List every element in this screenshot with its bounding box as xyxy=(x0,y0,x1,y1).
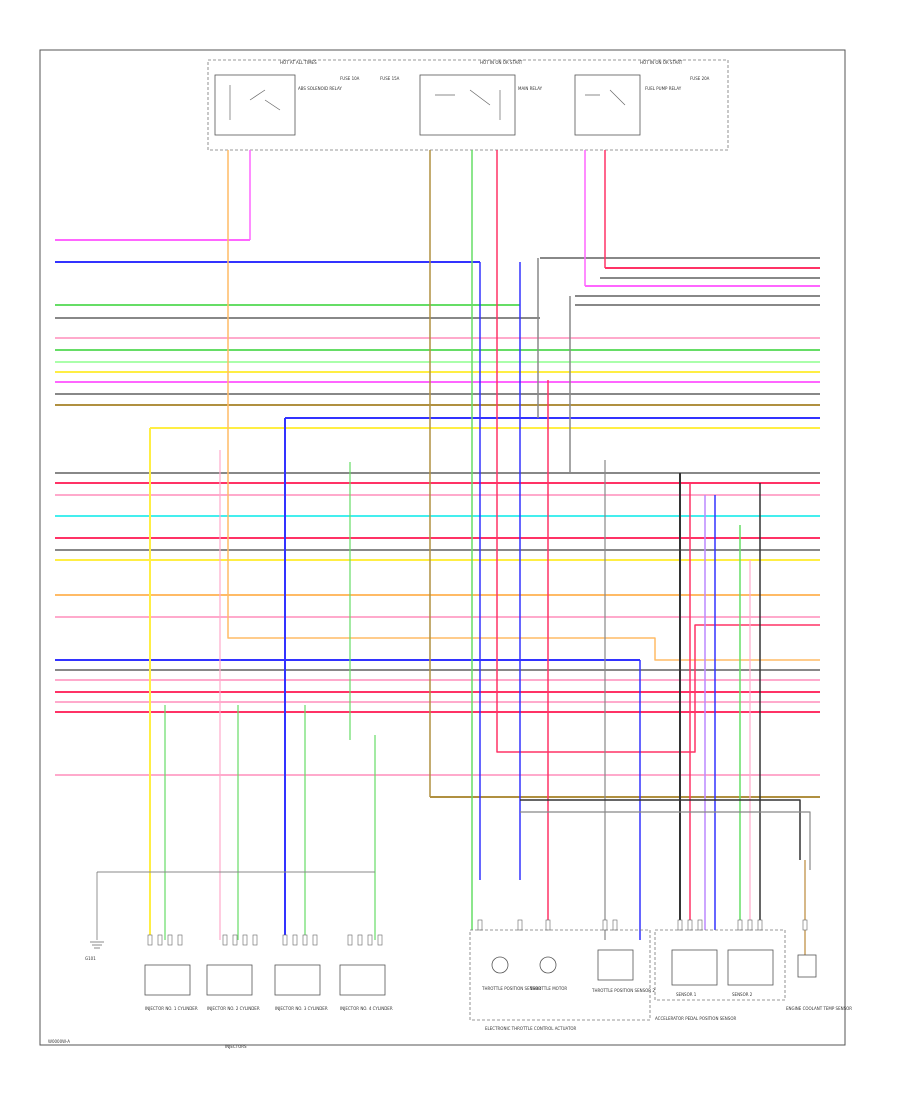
connector-pin xyxy=(157,934,163,946)
connector-pin xyxy=(612,919,618,931)
relay-3-fuse: FUSE 20A xyxy=(690,76,710,81)
connector-pin xyxy=(147,934,153,946)
injectors-caption: INJECTORS xyxy=(225,1044,247,1049)
ground-label: G101 xyxy=(85,956,96,961)
connector-pin xyxy=(292,934,298,946)
connector-pin xyxy=(545,919,551,931)
connector-pin xyxy=(517,919,523,931)
injector-2 xyxy=(206,964,253,996)
wire-41 xyxy=(496,150,820,753)
pedal-caption: ACCELERATOR PEDAL POSITION SENSOR xyxy=(655,1016,736,1021)
relay-header-mid: HOT IN ON OR START xyxy=(480,60,523,65)
connector-pin xyxy=(697,919,703,931)
connector-pin xyxy=(367,934,373,946)
connector-pin xyxy=(252,934,258,946)
injector-group: INJECTOR NO. 1 CYLINDER INJECTOR NO. 2 C… xyxy=(144,964,393,1049)
coolant-sensor-label: ENGINE COOLANT TEMP SENSOR xyxy=(786,1006,852,1011)
throttle-position-sensor-label: THROTTLE POSITION SENSOR xyxy=(481,986,541,991)
connector-pin xyxy=(177,934,183,946)
relay-1-label: ABS SOLENOID RELAY xyxy=(298,86,342,91)
throttle-group: THROTTLE POSITION SENSOR THROTTLE MOTOR … xyxy=(469,929,655,1031)
injector-4-label: INJECTOR NO. 4 CYLINDER xyxy=(340,1006,393,1011)
coolant-sensor: ENGINE COOLANT TEMP SENSOR xyxy=(786,954,852,1011)
throttle-motor-label: THROTTLE MOTOR xyxy=(529,986,567,991)
injector-2-label: INJECTOR NO. 2 CYLINDER xyxy=(207,1006,260,1011)
relay-1-fuse: FUSE 10A xyxy=(340,76,360,81)
connector-pin xyxy=(377,934,383,946)
relay-2-label: MAIN RELAY xyxy=(518,86,543,91)
injector-3 xyxy=(274,964,321,996)
throttle-caption: ELECTRONIC THROTTLE CONTROL ACTUATOR xyxy=(485,1026,577,1031)
pedal-sensor-2 xyxy=(727,949,774,986)
injector-1-label: INJECTOR NO. 1 CYLINDER xyxy=(145,1006,198,1011)
connector-pin xyxy=(677,919,683,931)
injector-3-label: INJECTOR NO. 3 CYLINDER xyxy=(275,1006,328,1011)
connector-pin xyxy=(167,934,173,946)
connector-pin xyxy=(357,934,363,946)
injector-1 xyxy=(144,964,191,996)
wire-66 xyxy=(520,799,801,860)
relay-header-right: HOT IN ON OR START xyxy=(640,60,683,65)
pedal-sensor-1-label: SENSOR 1 xyxy=(676,992,697,997)
throttle-sensor-2-label: THROTTLE POSITION SENSOR 2 xyxy=(591,988,655,993)
relay-box: HOT AT ALL TIMES HOT IN ON OR START HOT … xyxy=(207,59,729,151)
pedal-sensor-1 xyxy=(671,949,718,986)
connector-pin xyxy=(347,934,353,946)
connector-pin xyxy=(747,919,753,931)
relay-2: MAIN RELAY FUSE 15A xyxy=(380,74,543,136)
wire-37 xyxy=(227,150,820,661)
wire-67 xyxy=(520,811,811,870)
injector-4 xyxy=(339,964,386,996)
connector-pin xyxy=(242,934,248,946)
throttle-sensor-2 xyxy=(597,949,634,981)
relay-header-left: HOT AT ALL TIMES xyxy=(280,60,317,65)
relay-2-fuse: FUSE 15A xyxy=(380,76,400,81)
footer-code: W0000W-A xyxy=(48,1039,70,1044)
connector-pin xyxy=(312,934,318,946)
pedal-sensor-box xyxy=(654,929,786,1001)
connector-pin xyxy=(222,934,228,946)
throttle-actuator-box xyxy=(469,929,651,1021)
diagram-frame xyxy=(39,49,846,1046)
ground-symbol: G101 xyxy=(85,872,104,961)
connector-pin xyxy=(282,934,288,946)
pin-group xyxy=(147,919,808,946)
connector-pin xyxy=(232,934,238,946)
connector-pin xyxy=(477,919,483,931)
wire-group xyxy=(55,150,820,955)
throttle-motor xyxy=(539,956,557,974)
throttle-position-sensor xyxy=(491,956,509,974)
pedal-group: SENSOR 1 SENSOR 2 ACCELERATOR PEDAL POSI… xyxy=(654,929,786,1021)
connector-pin xyxy=(687,919,693,931)
relay-3-label: FUEL PUMP RELAY xyxy=(645,86,682,91)
connector-pin xyxy=(757,919,763,931)
relay-1: ABS SOLENOID RELAY FUSE 10A xyxy=(214,74,360,136)
relay-3: FUEL PUMP RELAY FUSE 20A xyxy=(574,74,710,136)
connector-pin xyxy=(302,934,308,946)
connector-pin xyxy=(737,919,743,931)
connector-pin xyxy=(602,919,608,931)
pedal-sensor-2-label: SENSOR 2 xyxy=(732,992,753,997)
connector-pin xyxy=(802,919,808,931)
